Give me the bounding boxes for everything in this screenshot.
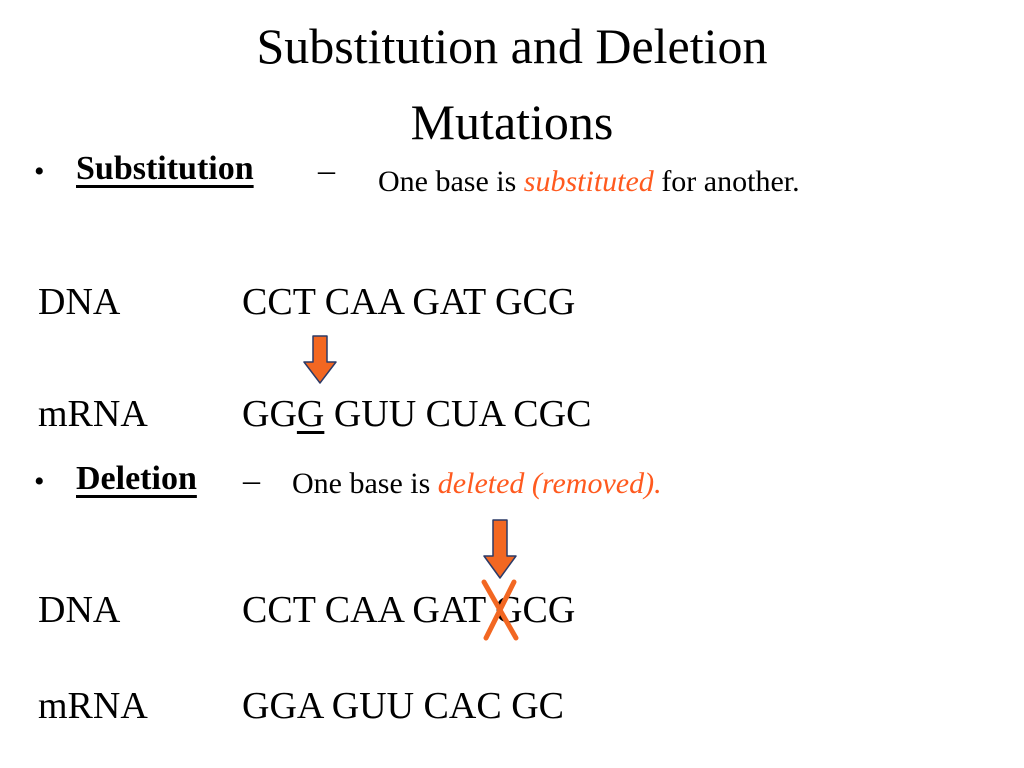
- desc-deletion: One base is deleted (removed).: [292, 467, 662, 501]
- desc-substitution-pre: One base is: [378, 165, 524, 198]
- mrna-sequence-deletion: GGA GUU CAC GC: [242, 685, 564, 727]
- term-deletion: Deletion: [76, 460, 197, 497]
- mrna-label-deletion: mRNA: [38, 685, 148, 727]
- cross-mark-icon: [481, 579, 519, 641]
- desc-deletion-emph: deleted (removed).: [437, 467, 662, 500]
- dash-deletion: –: [243, 462, 260, 499]
- slide-title-line-2: Mutations: [410, 94, 614, 150]
- mrna-seq-post: GUU CUA CGC: [324, 393, 592, 435]
- term-substitution: Substitution: [76, 150, 254, 187]
- bullet-deletion: •: [34, 465, 45, 498]
- desc-substitution: One base is substituted for another.: [378, 165, 800, 199]
- slide-title-line-1: Substitution and Deletion: [256, 18, 768, 74]
- dna-label-substitution: DNA: [38, 281, 121, 323]
- mrna-seq-pre: GG: [242, 393, 297, 435]
- dna-sequence-deletion: CCT CAA GAT GCG: [242, 589, 576, 631]
- down-arrow-icon: [483, 519, 517, 579]
- desc-substitution-post: for another.: [653, 165, 800, 198]
- mrna-sequence-substitution: GGG GUU CUA CGC: [242, 392, 591, 436]
- mrna-label-substitution: mRNA: [38, 393, 148, 435]
- desc-deletion-pre: One base is: [292, 467, 438, 500]
- down-arrow-shape: [483, 519, 517, 579]
- dna-label-deletion: DNA: [38, 589, 121, 631]
- dash-substitution: –: [318, 152, 335, 189]
- cross-stroke-2: [483, 579, 517, 641]
- mrna-mutated-base: G: [296, 393, 325, 435]
- desc-substitution-emph: substituted: [523, 165, 654, 198]
- down-arrow-shape: [303, 335, 337, 384]
- down-arrow-icon: [303, 335, 337, 384]
- bullet-substitution: •: [34, 155, 45, 188]
- dna-sequence-substitution: CCT CAA GAT GCG: [242, 281, 576, 323]
